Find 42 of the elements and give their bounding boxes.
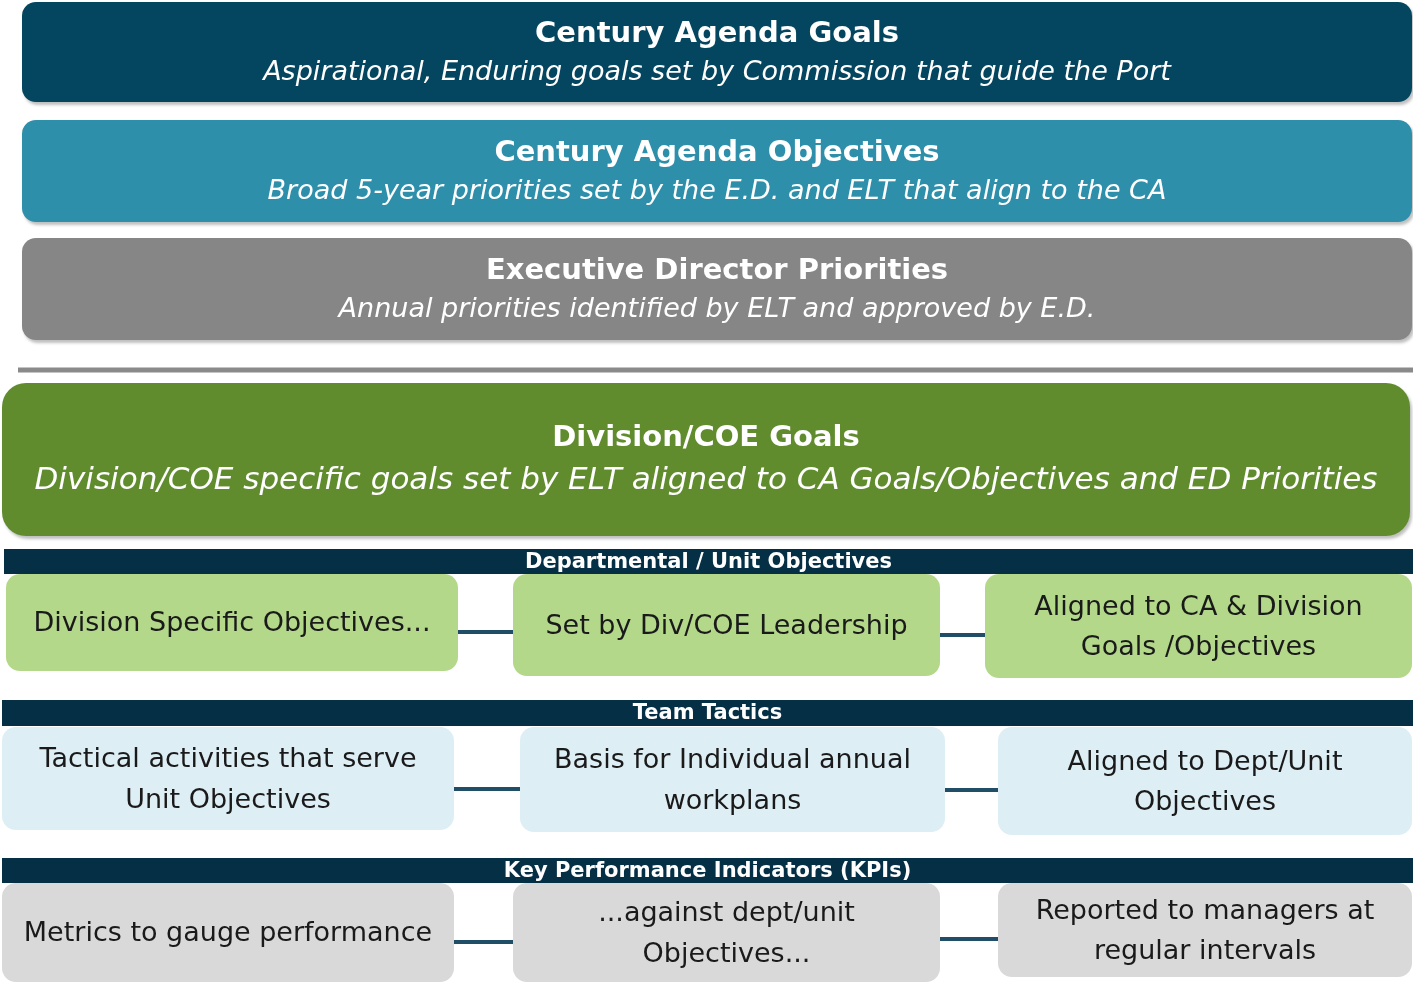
goal-banner (22, 120, 1412, 222)
card-text: Division Specific Objectives... (32, 605, 432, 640)
text-card (6, 574, 458, 671)
connector-line (945, 788, 998, 792)
connector-line (940, 937, 998, 941)
connector-line (458, 630, 513, 634)
banner-subtitle: Broad 5-year priorities set by the E.D. and ELT that align to the CA (267, 173, 1167, 208)
card-text: Basis for Individual annual workplans (553, 742, 912, 817)
text-card (520, 727, 945, 832)
banner-subtitle: Aspirational, Enduring goals set by Commission that guide the Port (263, 54, 1171, 89)
card-text: Tactical activities that serve Unit Objectives (38, 741, 418, 816)
section-header-bar (2, 700, 1413, 726)
text-card (513, 574, 940, 676)
card-text: Metrics to gauge performance (22, 915, 434, 950)
text-card (998, 727, 1412, 835)
text-card (998, 883, 1412, 977)
section-title: Departmental / Unit Objectives (524, 549, 892, 574)
card-text: Aligned to CA & Division Goals /Objectives (1033, 588, 1364, 663)
banner-title: Century Agenda Goals (535, 13, 899, 51)
card-text: Aligned to Dept/Unit Objectives (1066, 743, 1344, 818)
goal-banner (2, 383, 1410, 536)
connector-line (454, 940, 513, 944)
goal-banner (22, 238, 1412, 340)
banner-subtitle: Division/COE specific goals set by ELT aligned to CA Goals/Objectives and ED Priorities (33, 458, 1379, 498)
text-card (985, 574, 1412, 678)
connector-line (940, 633, 985, 637)
banner-title: Executive Director Priorities (485, 250, 949, 288)
goal-banner (22, 2, 1412, 102)
banner-title: Division/COE Goals (552, 418, 860, 456)
banner-subtitle: Annual priorities identified by ELT and approved by E.D. (338, 291, 1096, 326)
card-text: Set by Div/COE Leadership (544, 607, 909, 642)
section-title: Key Performance Indicators (KPIs) (503, 858, 912, 883)
section-header-bar (4, 549, 1413, 574)
connector-line (454, 787, 520, 791)
section-header-bar (2, 858, 1413, 883)
text-card (513, 883, 940, 982)
card-text: ...against dept/unit Objectives... (597, 895, 856, 970)
banner-title: Century Agenda Objectives (494, 132, 940, 170)
text-card (2, 883, 454, 982)
section-title: Team Tactics (632, 701, 783, 725)
text-card (2, 727, 454, 830)
card-text: Reported to managers at regular intervals (1034, 892, 1376, 967)
